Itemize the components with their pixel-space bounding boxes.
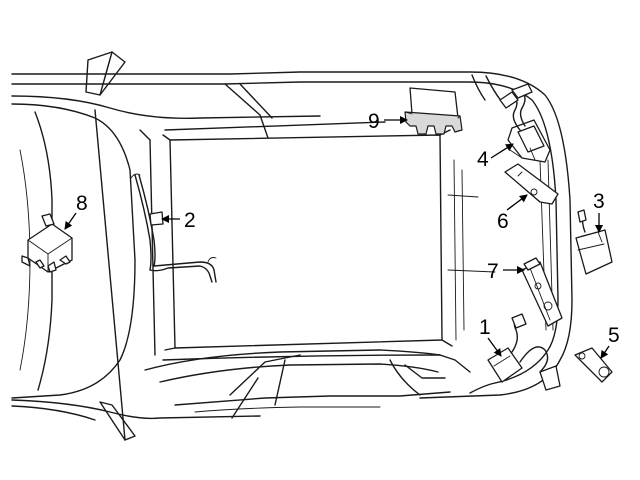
callout-9: 9 xyxy=(368,110,380,133)
arrow-5 xyxy=(600,345,610,359)
part-3-sensor-box xyxy=(575,209,613,275)
callout-arrows xyxy=(64,116,610,359)
part-7-long-sensor xyxy=(521,257,563,327)
part-6-flat-sensor xyxy=(504,163,559,205)
part-4-bracket-module xyxy=(499,83,551,163)
callout-5: 5 xyxy=(608,324,620,347)
part-2-wire-hose xyxy=(130,173,217,283)
arrow-6 xyxy=(506,194,528,211)
callout-labels: 9 4 6 3 7 1 5 2 8 xyxy=(76,110,620,347)
callout-8: 8 xyxy=(76,192,88,215)
part-5-bracket-sensor xyxy=(574,347,613,383)
arrow-4 xyxy=(490,143,514,159)
callout-4: 4 xyxy=(477,148,489,171)
arrow-8 xyxy=(64,212,77,230)
part-9-control-module xyxy=(404,87,463,135)
part-8-module xyxy=(21,213,73,273)
callout-7: 7 xyxy=(487,260,499,283)
vehicle-body-outline xyxy=(11,51,573,441)
arrow-1 xyxy=(487,337,502,357)
callout-3: 3 xyxy=(593,190,605,213)
callout-2: 2 xyxy=(184,209,196,232)
callout-1: 1 xyxy=(479,316,491,339)
callout-6: 6 xyxy=(497,210,509,233)
